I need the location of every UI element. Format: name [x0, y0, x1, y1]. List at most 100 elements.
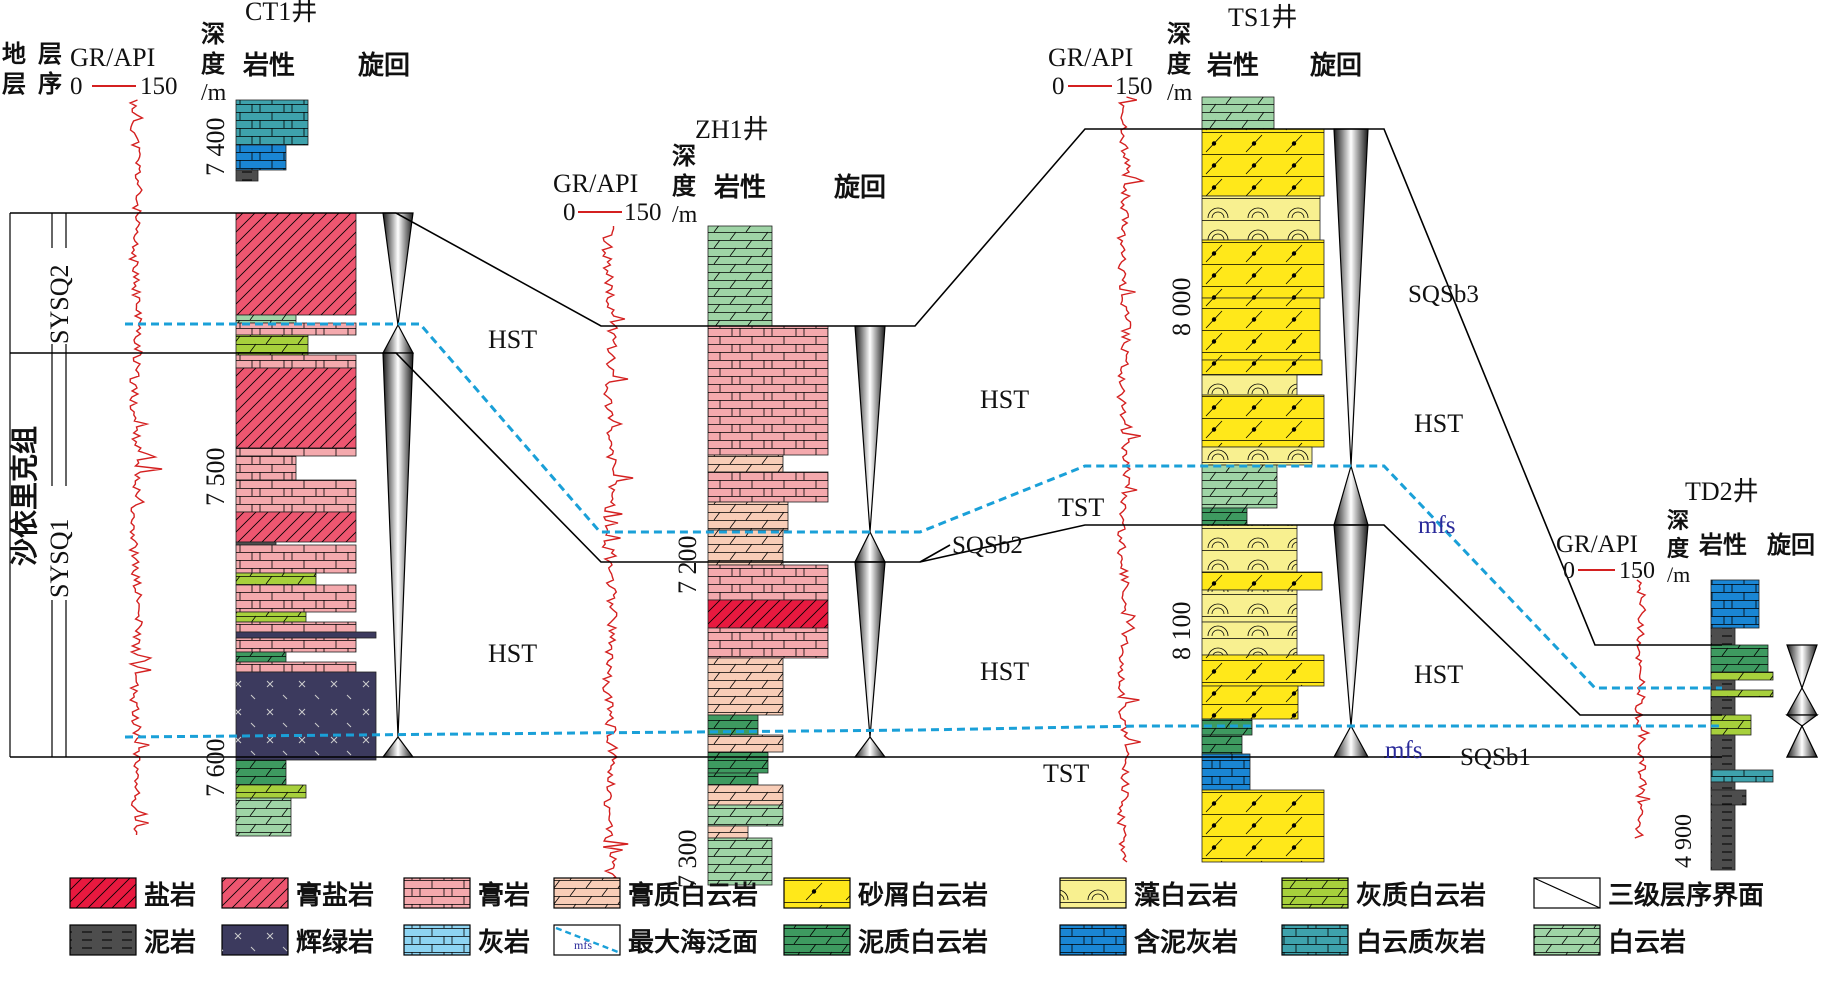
strata-header-b: 层	[2, 70, 26, 98]
ts1-bed-pattern	[1202, 735, 1242, 754]
td2-depth-tick: 4 900	[1671, 814, 1697, 868]
ct1-bed-pattern	[236, 798, 291, 836]
ct1-bed-pattern	[236, 662, 356, 672]
ct1-bed-pattern	[236, 456, 296, 480]
zh1-gr-min: 0	[563, 199, 576, 226]
legend-label: 藻白云岩	[1134, 880, 1238, 911]
td2-bed-pattern	[1711, 790, 1746, 805]
zh1-bed-pattern	[708, 715, 758, 735]
gr-curves	[127, 96, 1651, 884]
td2-bed-pattern	[1711, 690, 1773, 697]
ct1-bed-pattern	[236, 315, 296, 323]
ct1-depth-header-3: /m	[201, 80, 227, 106]
ct1-bed-pattern	[236, 545, 356, 573]
strata-header-a: 地	[2, 40, 26, 68]
boundary-sqsb3	[10, 128, 1722, 646]
ct1-bed-pattern	[236, 612, 306, 622]
ct1-bed-pattern	[236, 542, 276, 545]
zh1-bed-pattern	[708, 455, 783, 472]
surface-label-sqsb1: SQSb1	[1460, 744, 1531, 771]
ct1-bed-pattern	[236, 213, 356, 315]
ts1-cycle-header: 旋回	[1310, 51, 1362, 81]
systems-tract-label: HST	[1414, 660, 1463, 689]
sequence-label-sysq2: SYSQ2	[45, 265, 74, 344]
ct1-bed-pattern	[236, 672, 376, 760]
label-gap	[46, 248, 72, 344]
legend-label: 砂屑白云岩	[858, 880, 988, 911]
ct1-bed-pattern	[236, 323, 356, 335]
td2-bed-pattern	[1711, 580, 1759, 628]
td2-bed-pattern	[1711, 782, 1735, 790]
td2-lithology-header: 岩性	[1698, 531, 1747, 559]
zh1-bed-pattern	[708, 752, 768, 773]
mfs-line-lower	[124, 724, 1722, 739]
td2-bed-pattern	[1711, 697, 1735, 715]
systems-tract-label: HST	[488, 639, 537, 668]
zh1-gr-curve	[601, 226, 634, 884]
ct1-bed-pattern	[236, 622, 356, 632]
ct1-depth-tick: 7 400	[201, 118, 230, 177]
legend-label: 含泥灰岩	[1134, 927, 1238, 958]
ts1-bed-pattern	[1202, 465, 1277, 508]
formation-label: 沙依里克组	[8, 426, 41, 566]
ts1-depth-header-3: /m	[1167, 80, 1193, 106]
zh1-depth-header-1: 深	[672, 142, 696, 170]
legend-swatch-pattern	[1060, 878, 1126, 908]
legend-label: 白云质灰岩	[1356, 927, 1486, 958]
td2-depth-header-1: 深	[1667, 509, 1689, 534]
zh1-bed-pattern	[708, 565, 828, 600]
legend-swatch-pattern	[784, 925, 850, 955]
legend-swatch-pattern	[222, 925, 288, 955]
legend-label: 膏盐岩	[296, 880, 374, 911]
ts1-bed-pattern	[1202, 129, 1324, 196]
legend-swatch-text: mfs	[574, 938, 592, 952]
ct1-bed-pattern	[236, 785, 306, 798]
sqsb2-leader	[919, 544, 951, 563]
well-name-ct1: CT1井	[245, 0, 317, 26]
td2-depth-header-2: 度	[1667, 536, 1690, 562]
td2-gr-max: 150	[1619, 558, 1655, 584]
ts1-bed-pattern	[1202, 375, 1297, 395]
zh1-depth-header-3: /m	[672, 202, 698, 228]
systems-tract-label: TST	[1043, 759, 1089, 788]
legend-label: 膏质白云岩	[628, 880, 758, 911]
mfs-label: mfs	[1385, 737, 1423, 764]
zh1-depth-header-2: 度	[672, 172, 697, 200]
boundary-sqsb2	[10, 352, 1722, 716]
ct1-depth-header-2: 度	[201, 50, 226, 78]
zh1-depth-tick: 7 200	[673, 536, 702, 595]
td2-gr-curve	[1634, 579, 1651, 839]
ts1-bed-pattern	[1202, 686, 1298, 719]
ts1-bed-pattern	[1202, 525, 1297, 572]
ts1-gr-max: 150	[1115, 73, 1153, 100]
ct1-cycle-lower-regressive	[382, 352, 414, 738]
ct1-bed-pattern	[236, 760, 286, 785]
td2-bed-pattern	[1711, 770, 1773, 782]
sequence-label-sysq1: SYSQ1	[45, 519, 74, 598]
zh1-bed-pattern	[708, 530, 783, 565]
td2-bed-pattern	[1711, 680, 1735, 690]
ts1-lithology-header: 岩性	[1206, 51, 1259, 81]
zh1-cycle-header: 旋回	[834, 173, 886, 203]
ct1-bed-pattern	[236, 368, 356, 448]
ct1-gr-max: 150	[140, 73, 178, 100]
sequence-header-a: 层	[38, 40, 62, 68]
well-name-ts1: TS1井	[1228, 3, 1297, 32]
ts1-bed-pattern	[1202, 655, 1324, 686]
legend-label: 泥岩	[144, 928, 196, 958]
ts1-gr-curve	[1116, 96, 1146, 863]
legend-swatch-pattern	[1282, 878, 1348, 908]
ct1-bed-pattern	[236, 632, 376, 638]
legend-label: 辉绿岩	[296, 928, 374, 958]
ts1-bed-pattern	[1202, 790, 1324, 862]
ct1-cycle-upper-down	[382, 212, 414, 326]
td2-cycle-base	[1786, 724, 1818, 758]
well-name-td2: TD2井	[1685, 477, 1759, 506]
td2-bed-pattern	[1711, 672, 1773, 680]
ct1-bed-pattern	[236, 585, 356, 612]
ts1-bed-pattern	[1202, 360, 1322, 375]
legend-swatch-pattern	[554, 878, 620, 908]
legend-label: 泥质白云岩	[858, 927, 988, 958]
td2-gr-min: 0	[1563, 558, 1575, 584]
